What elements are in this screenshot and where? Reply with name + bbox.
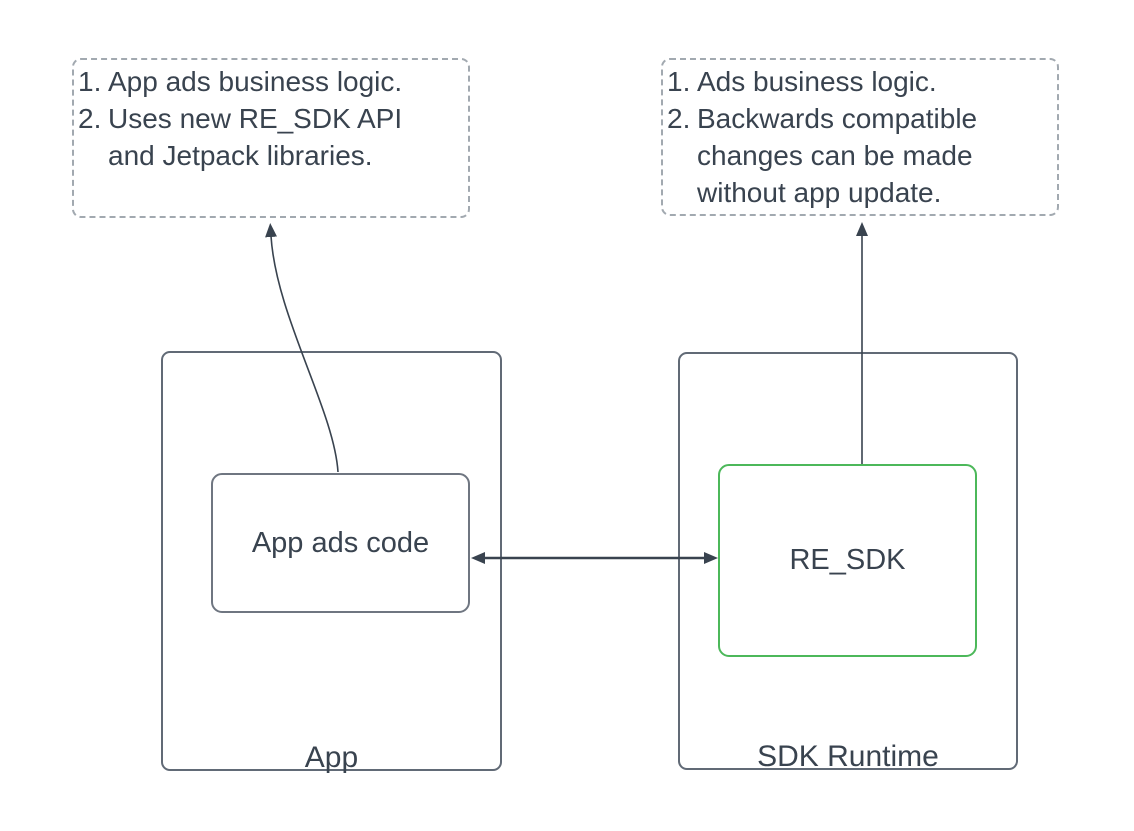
item-text: Ads business logic.	[697, 66, 937, 97]
re-sdk-label: RE_SDK	[789, 544, 906, 576]
sdk-runtime-label: SDK Runtime	[757, 740, 939, 773]
list-item: 2. Backwards compatible changes can be m…	[667, 100, 1051, 211]
app-ads-code-label: App ads code	[251, 526, 430, 559]
app-label: App	[304, 741, 359, 774]
item-text: App ads business logic.	[108, 66, 403, 97]
list-item: 1. App ads business logic.	[78, 63, 462, 100]
item-number: 1.	[667, 66, 691, 97]
re-sdk-box: RE_SDK	[718, 464, 977, 657]
list-item: 1. Ads business logic.	[667, 63, 1051, 100]
item-text: Backwards compatible changes can be made…	[697, 103, 978, 208]
item-number: 2.	[78, 103, 102, 134]
item-number: 2.	[667, 103, 691, 134]
app-ads-code-box: App ads code	[211, 473, 470, 613]
item-number: 1.	[78, 66, 102, 97]
list-item: 2. Uses new RE_SDK API and Jetpack libra…	[78, 100, 462, 174]
sdk-note-box: 1. Ads business logic. 2. Backwards comp…	[661, 58, 1059, 216]
app-note-box: 1. App ads business logic. 2. Uses new R…	[72, 58, 470, 218]
item-text: Uses new RE_SDK API and Jetpack librarie…	[108, 103, 403, 171]
